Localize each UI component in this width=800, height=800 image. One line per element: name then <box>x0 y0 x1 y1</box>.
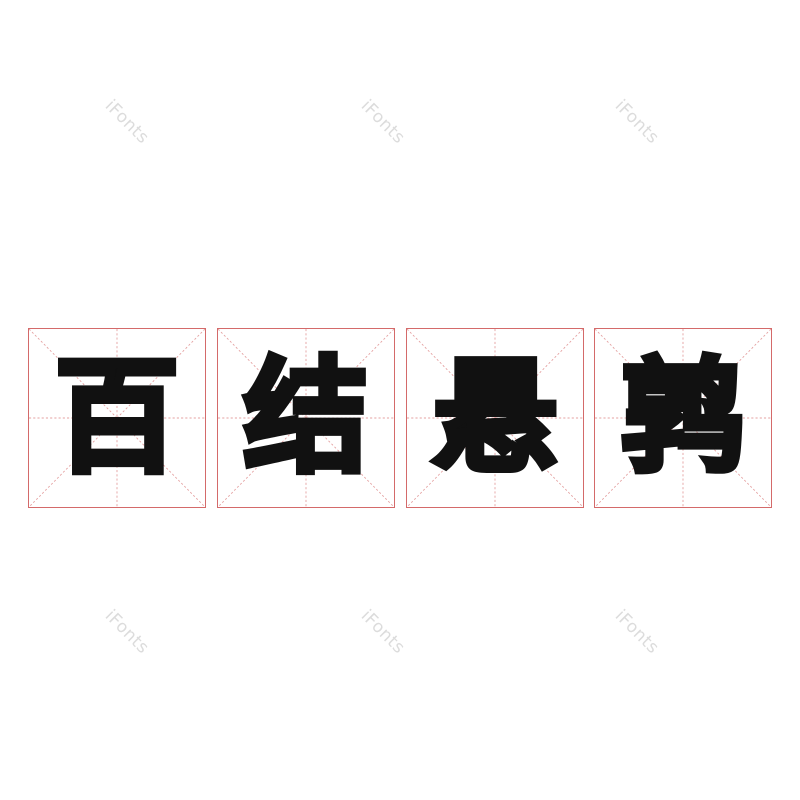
character-glyph: 鹑 <box>618 346 748 490</box>
watermark: iFonts <box>610 95 663 149</box>
watermark: iFonts <box>356 95 409 149</box>
character-cell: 悬 <box>406 328 584 508</box>
watermark: iFonts <box>100 605 153 659</box>
character-grid-row: 百 结 悬 鹑 <box>28 328 772 510</box>
watermark: iFonts <box>100 95 153 149</box>
character-glyph: 结 <box>241 346 371 490</box>
character-cell: 百 <box>28 328 206 508</box>
watermark: iFonts <box>610 605 663 659</box>
grid-guides <box>595 329 771 507</box>
grid-guides <box>407 329 583 507</box>
character-cell: 鹑 <box>594 328 772 508</box>
character-glyph: 悬 <box>430 346 560 490</box>
grid-guides <box>29 329 205 507</box>
character-glyph: 百 <box>52 346 182 490</box>
grid-guides <box>218 329 394 507</box>
character-cell: 结 <box>217 328 395 508</box>
watermark: iFonts <box>356 605 409 659</box>
